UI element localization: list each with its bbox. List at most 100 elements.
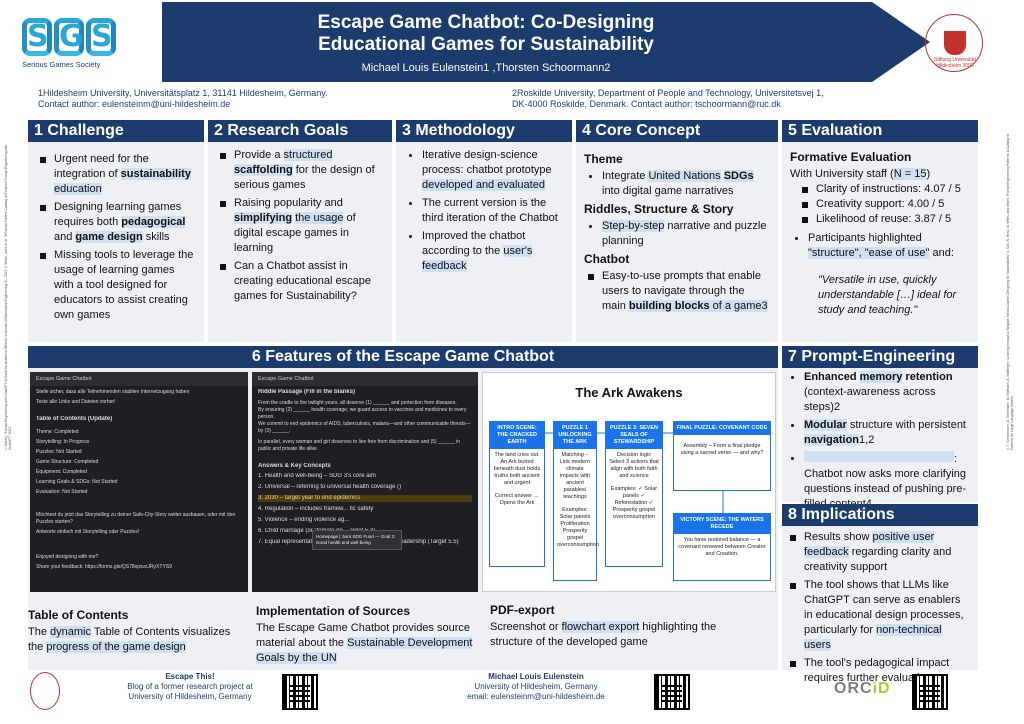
section-evaluation: 5 Evaluation Formative Evaluation With U…	[782, 120, 978, 342]
qr-code-orcid-icon[interactable]	[912, 674, 948, 710]
flow-box-intro-foot: Correct answer → Opens the Ark	[494, 493, 540, 506]
caption-toc-text: The dynamic Table of Contents visualizes…	[28, 626, 231, 653]
shot2-row: 2. Universal – referring to universal he…	[258, 484, 402, 490]
right-margin-references: 3. T. Schoormann, D. Strohmann, M. Hofma…	[1006, 134, 1014, 450]
flow-box-victory-title: VICTORY SCENE: THE WATERS RECEDE	[674, 514, 770, 534]
flow-box-intro-title: INTRO SCENE: THE CRACKED EARTH	[490, 422, 544, 449]
shot1-row: Teste alle Links und Dateien vorher!	[36, 399, 116, 405]
formative-evaluation-heading: Formative Evaluation	[790, 150, 912, 164]
section-evaluation-heading: 5 Evaluation	[782, 120, 978, 142]
shot2-row-highlighted: 3. 2030 – target year to end epidemics	[258, 495, 472, 502]
flow-box-puzzle-3-foot: Examples: ✓ Solar panels ✓ Reforestation…	[610, 486, 658, 520]
section-prompt-engineering-heading: 7 Prompt-Engineering	[782, 346, 978, 368]
affiliation-2: 2Roskilde University, Department of Peop…	[512, 88, 824, 110]
section-implications-heading: 8 Implications	[782, 504, 978, 526]
shot2-row: We commit to end epidemics of AIDS, tube…	[258, 421, 471, 434]
shot1-row: Stelle sicher, dass alle Teilnehmenden s…	[36, 389, 190, 395]
section-research-goals: 2 Research Goals Provide a structured sc…	[208, 120, 392, 342]
core-riddles-heading: Riddles, Structure & Story	[584, 202, 734, 216]
shot2-row: 5. Violence – ending violence ag...	[258, 517, 350, 523]
core-theme-heading: Theme	[584, 152, 623, 166]
section-methodology-heading: 3 Methodology	[396, 120, 572, 142]
flow-box-puzzle-1-foot: Examples: Solar panels Proliferation Pro…	[557, 507, 599, 548]
core-chatbot-bullet: Easy-to-use prompts that enable users to…	[584, 269, 770, 314]
section-research-goals-heading: 2 Research Goals	[208, 120, 392, 142]
affiliation-2-line-1: 2Roskilde University, Department of Peop…	[512, 88, 824, 98]
evaluation-staff-line: With University staff (N = 15)	[790, 168, 931, 180]
poster-title: Escape Game Chatbot: Co-Designing Educat…	[162, 12, 810, 74]
goals-bullet-2: Raising popularity and simplifying the u…	[216, 196, 384, 256]
shot1-toc-title: Table of Contents (Update)	[36, 416, 113, 422]
metric-creativity: Creativity support: 4.00 / 5	[798, 197, 970, 212]
sgs-tagline: Serious Games Society	[22, 60, 101, 69]
shot2-answers-heading: Answers & Key Concepts	[258, 463, 331, 469]
caption-sources-text: The Escape Game Chatbot provides source …	[256, 622, 473, 664]
goals-bullet-3: Can a Chatbot assist in creating educati…	[216, 259, 384, 304]
core-theme-bullet: Integrate United Nations SDGs into digit…	[584, 169, 770, 199]
flow-box-victory-body: You have restored balance — a covenant r…	[678, 537, 766, 557]
section-features-heading: 6 Features of the Escape Game Chatbot	[28, 346, 778, 368]
shot2-row: 4. Regulation – includes framew... fic s…	[258, 506, 374, 512]
flow-box-puzzle-3-body: Decision logic Select 3 actions that ali…	[609, 452, 659, 479]
caption-sources-title: Implementation of Sources	[256, 604, 411, 618]
footer-blog-line-1: Blog of a former research project at	[127, 682, 253, 691]
qr-code-blog-icon[interactable]	[282, 674, 318, 710]
orcid-logo: ORCiD	[834, 680, 891, 697]
implication-bullet-3: The tool's pedagogical impact requires f…	[786, 656, 970, 686]
shot1-row: Theme: Completed	[36, 429, 79, 435]
section-core-concept: 4 Core Concept Theme Integrate United Na…	[576, 120, 778, 342]
flow-box-puzzle-1: PUZZLE 1 UNLOCKING THE ARK Matching – Li…	[553, 421, 599, 581]
flowchart-arrows	[543, 432, 724, 513]
flow-box-puzzle-1-body: Matching – Link modern climate impacts w…	[559, 452, 591, 500]
flow-box-intro-body: The land cries out. An Ark buried beneat…	[493, 452, 541, 486]
author-line: Michael Louis Eulenstein1 ,Thorsten Scho…	[361, 62, 611, 74]
footer-author-affiliation: University of Hildesheim, Germany	[474, 682, 598, 691]
shot1-row: Möchtest du jetzt das Storytelling zu de…	[36, 512, 236, 525]
flow-box-final-body: Assembly – Form a final pledge using a s…	[680, 443, 764, 456]
shot1-row: Storytelling: In Progress	[36, 439, 90, 445]
footer-author-email: email: eulensteinm@uni-hildesheim.de	[467, 692, 605, 701]
flow-box-puzzle-1-title: PUZZLE 1 UNLOCKING THE ARK	[554, 422, 596, 449]
sgs-letter-g: G	[54, 18, 84, 56]
section-implications: 8 Implications Results show positive use…	[782, 504, 978, 684]
shot1-row: Share your feedback: https://forms.gle/Q…	[36, 564, 172, 570]
participant-quote: "Versatile in use, quickly understandabl…	[818, 274, 957, 316]
shot1-row: Evaluation: Not Started	[36, 489, 88, 495]
flow-box-victory: VICTORY SCENE: THE WATERS RECEDE You hav…	[673, 513, 771, 581]
title-banner-shape	[162, 2, 930, 82]
goals-bullet-1: Provide a structured scaffolding for the…	[216, 148, 384, 193]
method-bullet-2: The current version is the third iterati…	[404, 196, 564, 226]
metric-reuse: Likelihood of reuse: 3.87 / 5	[798, 212, 970, 227]
caption-pdf-title: PDF-export	[490, 603, 555, 617]
section-methodology: 3 Methodology Iterative design-science p…	[396, 120, 572, 342]
implication-bullet-1: Results show positive user feedback rega…	[786, 530, 970, 575]
shot2-row: 1. Health and well-being – SDG 3's core …	[258, 473, 376, 479]
left-margin-references: 1. Oakley, "Prompt Engineering with Chat…	[4, 144, 12, 450]
shot2-row: In parallel, every woman and girl deserv…	[258, 439, 461, 452]
flow-box-intro: INTRO SCENE: THE CRACKED EARTH The land …	[489, 421, 545, 567]
footer-author-name: Michael Louis Eulenstein	[488, 672, 584, 681]
flow-box-puzzle-3-title: PUZZLE 3: SEVEN SEALS OF STEWARDSHIP	[606, 422, 662, 449]
flow-box-final-title: FINAL PUZZLE: COVENANT CODE	[674, 422, 770, 435]
university-seal: Stiftung Universität Hildesheim 2003	[925, 14, 983, 72]
qr-code-contact-icon[interactable]	[654, 674, 690, 710]
section-challenge: 1 Challenge Urgent need for the integrat…	[28, 120, 204, 342]
sgs-logo-letters: S G S	[22, 18, 122, 56]
section-challenge-heading: 1 Challenge	[28, 120, 204, 142]
footer-blog-title: Escape This!	[165, 672, 215, 681]
prompt-bullet-3-highlight	[804, 451, 954, 462]
section-core-concept-heading: 4 Core Concept	[576, 120, 778, 142]
sgs-letter-s1: S	[22, 18, 52, 56]
shot2-row: From the cradle to the twilight years, a…	[258, 400, 457, 406]
shot2-heading: Riddle Passage (Fill in the blanks)	[258, 389, 356, 395]
footer-blog-line-2: University of Hildesheim, Germany	[128, 692, 252, 701]
metric-clarity: Clarity of instructions: 4.07 / 5	[798, 182, 970, 197]
shot1-titlebar: Escape Game Chatbot	[30, 372, 248, 386]
implication-bullet-2: The tool shows that LLMs like ChatGPT ca…	[786, 578, 970, 653]
screenshot-sources: Escape Game Chatbot Riddle Passage (Fill…	[252, 372, 478, 592]
shot1-row: Antworte einfach mit Storytelling oder P…	[36, 529, 140, 535]
footer-blog-info: Escape This! Blog of a former research p…	[110, 672, 270, 702]
flow-box-puzzle-3: PUZZLE 3: SEVEN SEALS OF STEWARDSHIP Dec…	[605, 421, 663, 567]
evaluation-highlight-bullet: Participants highlighted "structure", "e…	[790, 231, 970, 261]
challenge-bullet-1: Urgent need for the integration of susta…	[36, 152, 196, 197]
